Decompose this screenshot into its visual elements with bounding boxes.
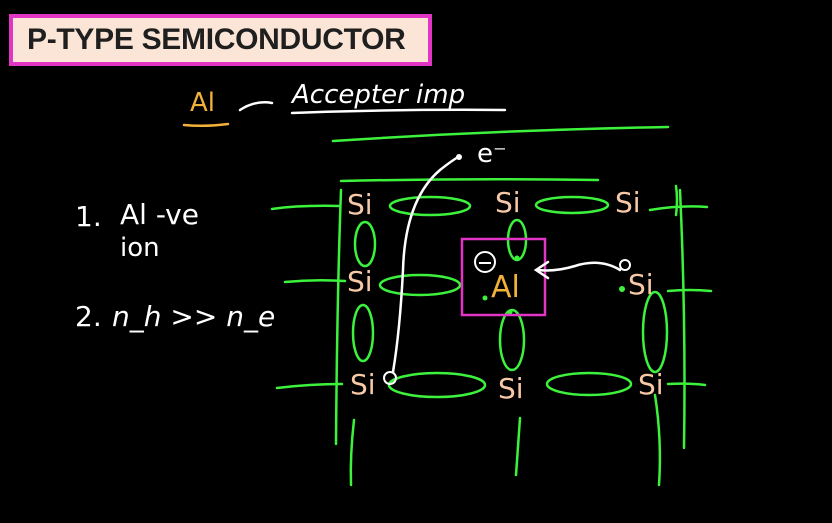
hole-circle — [619, 259, 631, 271]
bond-r2-a — [378, 273, 462, 297]
left-bond-2 — [283, 278, 347, 284]
right-bond-3 — [666, 382, 707, 387]
atom-si-r2c1: Si — [347, 265, 373, 298]
bond-c2-b — [498, 308, 526, 372]
right-vertical-line — [678, 188, 686, 450]
left-bond-1 — [270, 204, 342, 211]
electron-dot — [507, 309, 513, 315]
bond-c3-b — [641, 290, 669, 374]
top-vertical-right — [674, 184, 679, 217]
electron-path — [391, 155, 460, 374]
top-note-element: Al — [190, 88, 216, 118]
bond-c1-b — [351, 303, 375, 363]
atom-si-r3c2: Si — [498, 372, 524, 405]
electron-dot — [482, 295, 488, 301]
bottom-vertical-3 — [653, 393, 662, 487]
note-1-line1: Al -ve — [120, 198, 199, 231]
atom-si-r2c3: Si — [628, 268, 654, 301]
atom-al-impurity: Al — [491, 270, 520, 305]
atom-si-r1c1: Si — [347, 188, 373, 221]
top-bond-line-1 — [331, 125, 670, 143]
electron-dot — [514, 255, 520, 261]
atom-si-r3c1: Si — [350, 368, 376, 401]
note-1-line2: ion — [120, 233, 160, 263]
atom-si-r1c2: Si — [495, 186, 521, 219]
atom-si-r1c3: Si — [615, 186, 641, 219]
right-bond-2 — [666, 288, 713, 293]
negative-charge-circle — [474, 251, 496, 273]
atom-si-r3c3: Si — [638, 368, 664, 401]
electron-label: e⁻ — [477, 139, 507, 169]
page-title: P-TYPE SEMICONDUCTOR — [27, 23, 406, 56]
bond-r3-a — [387, 371, 487, 399]
title-banner: P-TYPE SEMICONDUCTOR — [9, 14, 432, 66]
electron-dot — [619, 286, 625, 292]
al-underline — [182, 122, 230, 128]
bond-r1-b — [534, 195, 610, 215]
note-1-number: 1. — [75, 200, 102, 233]
bond-c1-a — [353, 220, 377, 268]
hole-start-circle — [383, 371, 397, 385]
left-vertical-line — [334, 188, 343, 446]
hole-arrow — [536, 261, 622, 272]
top-bond-line-2 — [339, 177, 600, 183]
note-2-text: n_h >> n_e — [112, 300, 276, 333]
hole-arrow-head — [533, 260, 550, 280]
bottom-vertical-1 — [349, 418, 356, 487]
note-2-number: 2. — [75, 300, 102, 333]
bond-r3-b — [545, 371, 633, 397]
note-dash — [238, 101, 274, 112]
bond-r1-a — [388, 195, 472, 217]
top-note-text: Accepter imp — [292, 80, 466, 110]
electron-end-dot — [456, 154, 462, 160]
accepter-underline — [290, 108, 507, 115]
bottom-vertical-2 — [514, 416, 522, 477]
right-bond-1 — [648, 205, 709, 212]
left-bond-3 — [275, 382, 344, 390]
